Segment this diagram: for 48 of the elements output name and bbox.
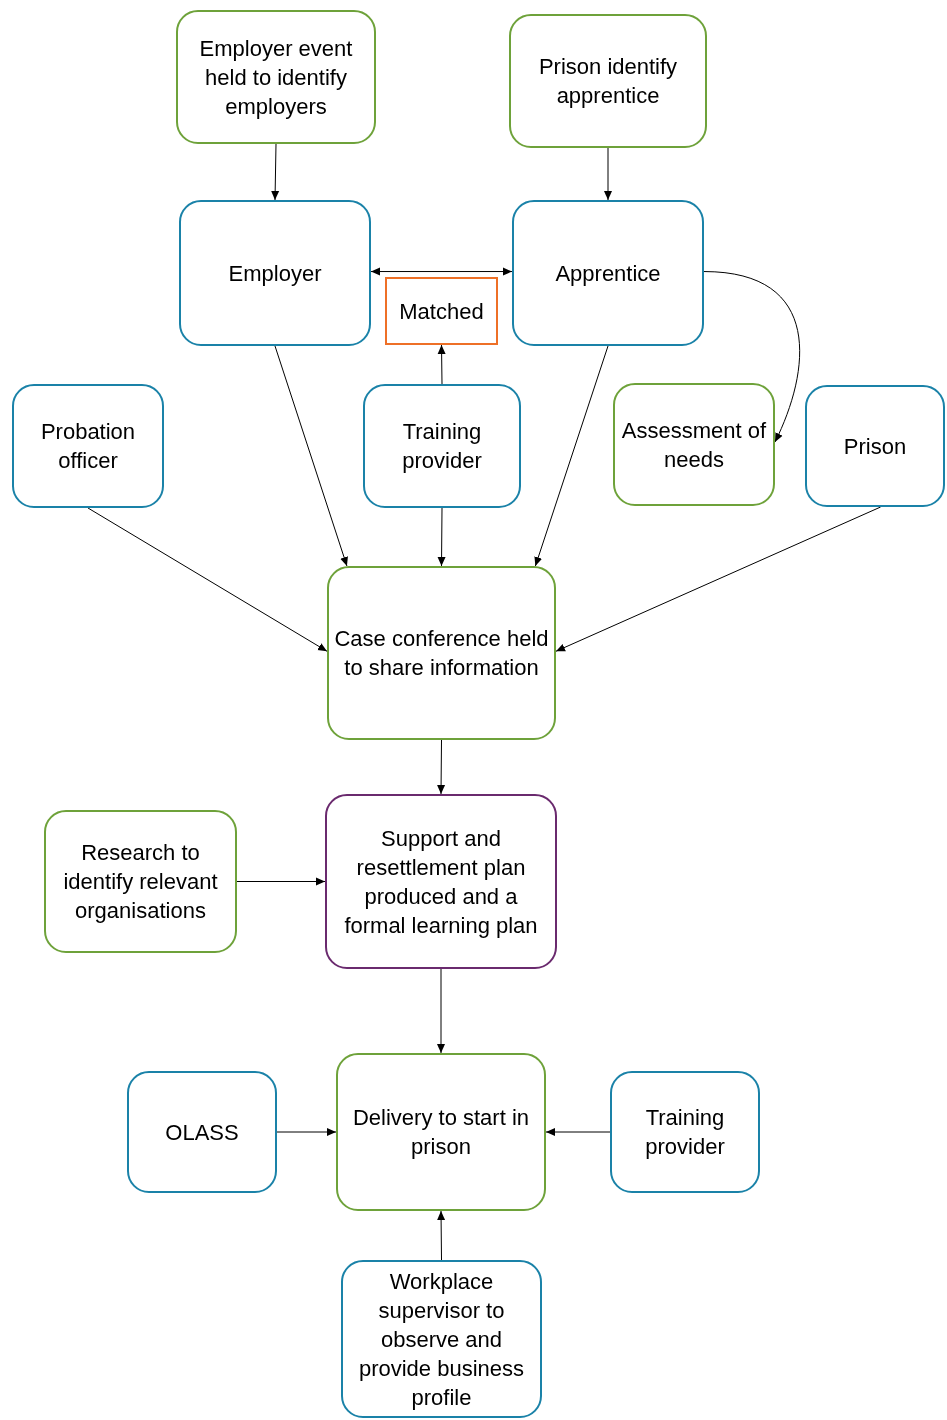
- arrow: [437, 507, 446, 567]
- box-label: Training provider: [401, 418, 483, 475]
- arrow: [274, 345, 348, 567]
- box-label: Training provider: [644, 1104, 726, 1161]
- box-label: Apprentice: [555, 259, 661, 288]
- process-box: [363, 384, 521, 508]
- process-box: [179, 200, 371, 346]
- box-label: Case conference held to share information: [333, 625, 550, 682]
- box-label: OLASS: [165, 1118, 239, 1147]
- box-label: Probation officer: [39, 418, 137, 475]
- process-box: [512, 200, 704, 346]
- box-label: Delivery to start in prison: [351, 1104, 531, 1161]
- process-box: [385, 277, 498, 345]
- box-label: Employer: [228, 259, 322, 288]
- process-box: [12, 384, 164, 508]
- arrow: [703, 271, 801, 443]
- box-label: Employer event held to identify employers: [198, 34, 354, 121]
- process-box: [336, 1053, 546, 1211]
- process-box: [610, 1071, 760, 1193]
- process-box: [613, 383, 775, 506]
- process-box: [325, 794, 557, 969]
- box-label: Matched: [399, 297, 484, 326]
- box-label: Research to identify relevant organisations: [62, 839, 219, 925]
- process-box: [327, 566, 556, 740]
- process-box: [176, 10, 376, 144]
- arrow: [437, 1210, 446, 1261]
- arrow: [87, 507, 328, 652]
- arrow: [545, 1128, 611, 1136]
- arrow: [437, 739, 446, 795]
- box-label: Assessment of needs: [620, 416, 768, 474]
- box-label: Workplace supervisor to observe and provide business profile: [357, 1267, 526, 1412]
- box-label: Prison: [843, 432, 907, 461]
- arrow: [370, 267, 513, 276]
- process-box: [341, 1260, 542, 1418]
- arrow: [604, 147, 612, 201]
- process-box: [44, 810, 237, 953]
- process-box: [509, 14, 707, 148]
- box-label: Prison identify apprentice: [537, 53, 679, 110]
- arrow: [437, 968, 445, 1054]
- arrow: [555, 506, 882, 652]
- arrow: [236, 877, 326, 886]
- arrow: [276, 1128, 337, 1136]
- box-label: Support and resettlement plan produced and a formal learning plan: [343, 824, 539, 940]
- arrow: [534, 345, 609, 567]
- process-box: [805, 385, 945, 507]
- arrow: [437, 344, 446, 385]
- process-box: [127, 1071, 277, 1193]
- arrow: [271, 143, 280, 201]
